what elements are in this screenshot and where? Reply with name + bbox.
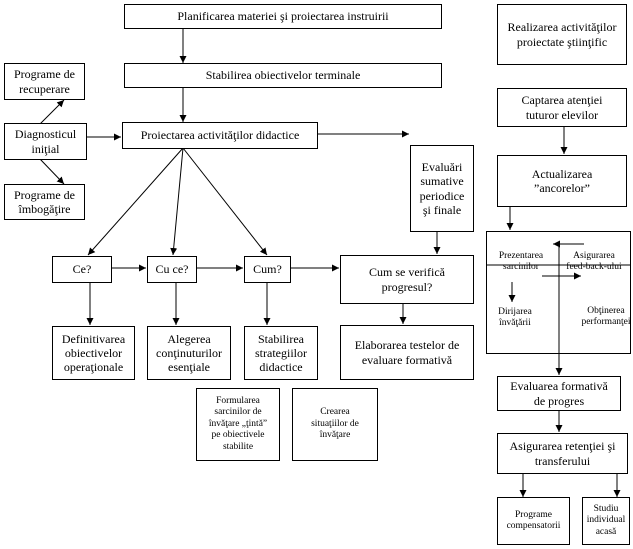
node-programe-imbogatire: Programe de îmbogăţire: [4, 184, 85, 220]
node-planificarea: Planificarea materiei şi proiectarea ins…: [124, 4, 442, 29]
label-obtinerea-performantei: Obţinerea performanţei: [581, 305, 631, 327]
node-diagnosticul-initial: Diagnosticul iniţial: [4, 123, 87, 160]
edge-proiectarea-to-cuce: [170, 147, 184, 256]
edge-proiectarea-to-cum: [182, 147, 268, 256]
node-realizarea-activitatilor: Realizarea activităţilor proiectate ştii…: [497, 4, 627, 65]
node-asigurarea-retentiei: Asigurarea retenţiei şi transferului: [497, 433, 628, 474]
node-crearea-situatiilor: Crearea situaţiilor de învăţare: [292, 388, 378, 461]
edge-proiectarea-to-ce: [87, 147, 184, 256]
node-evaluarea-formativa: Evaluarea formativă de progres: [497, 376, 621, 411]
node-cu-ce: Cu ce?: [147, 256, 197, 283]
node-formularea-sarcinilor: Formularea sarcinilor de învăţare „ţintă…: [196, 388, 280, 461]
label-prezentarea-sarcinilor: Prezentarea sarcinilor: [498, 250, 544, 272]
node-captarea-atentiei: Captarea atenţiei tuturor elevilor: [497, 88, 627, 127]
node-proiectarea-activitatilor: Proiectarea activităţilor didactice: [122, 122, 318, 149]
node-definitivarea-obiectivelor: Definitivarea obiectivelor operaţionale: [52, 326, 135, 380]
node-programe-compensatorii: Programe compensatorii: [497, 497, 570, 545]
group-conditii-invatare: [486, 231, 631, 354]
edge-diagnostic-to-recuperare: [39, 99, 65, 125]
node-studiu-individual: Studiu individual acasă: [582, 497, 630, 545]
node-actualizarea-ancorelor: Actualizarea ”ancorelor”: [497, 155, 627, 207]
node-alegerea-continuturilor: Alegerea conţinuturilor esenţiale: [147, 326, 231, 380]
node-stabilirea-obiectivelor-terminale: Stabilirea obiectivelor terminale: [124, 63, 442, 88]
label-dirijarea-invatarii: Dirijarea învăţării: [498, 306, 532, 328]
node-cum-se-verifica: Cum se verifică progresul?: [340, 255, 474, 304]
node-elaborarea-testelor: Elaborarea testelor de evaluare formativ…: [340, 325, 474, 380]
edge-diagnostic-to-imbogatire: [39, 158, 65, 185]
node-ce: Ce?: [52, 256, 112, 283]
node-cum: Cum?: [244, 256, 291, 283]
node-programe-recuperare: Programe de recuperare: [4, 63, 85, 100]
node-evaluari-sumative: Evaluări sumative periodice şi finale: [410, 145, 474, 232]
node-stabilirea-strategiilor: Stabilirea strategiilor didactice: [244, 326, 318, 380]
label-asigurarea-feedback: Asigurarea feed-back-ului: [566, 250, 622, 272]
